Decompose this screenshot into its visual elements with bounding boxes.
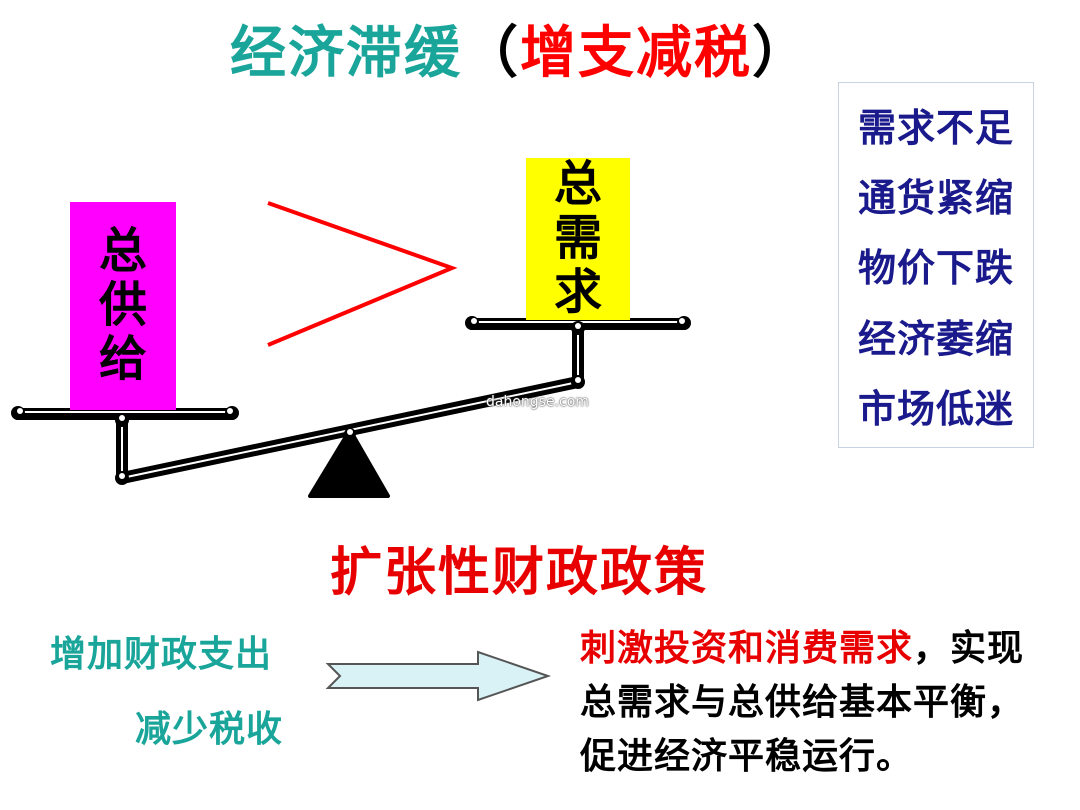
symptom-item: 物价下跌 bbox=[857, 246, 1014, 291]
symptom-item: 需求不足 bbox=[857, 105, 1014, 150]
aggregate-demand-label: 总需求 bbox=[553, 156, 602, 320]
measure-reduce-taxes: 减少税收 bbox=[135, 709, 284, 750]
policy-title: 扩张性财政政策 bbox=[330, 543, 709, 603]
symptom-item: 经济萎缩 bbox=[857, 316, 1014, 361]
aggregate-supply-box: 总供给 bbox=[70, 202, 176, 410]
symptoms-box: 需求不足 通货紧缩 物价下跌 经济萎缩 市场低迷 bbox=[838, 82, 1034, 448]
watermark: dahongse.com bbox=[486, 394, 589, 410]
symptom-item: 市场低迷 bbox=[857, 387, 1014, 432]
fulcrum bbox=[308, 428, 390, 498]
aggregate-demand-box: 总需求 bbox=[526, 158, 630, 320]
measure-increase-spending: 增加财政支出 bbox=[50, 634, 273, 675]
policy-result: 刺激投资和消费需求，实现总需求与总供给基本平衡，促进经济平稳运行。 bbox=[580, 622, 1050, 784]
page-title: 经济滞缓（增支减税） bbox=[230, 8, 810, 89]
result-rest: ，实现总需求与总供给基本平衡，促进经济平稳运行。 bbox=[580, 628, 1025, 777]
aggregate-supply-label: 总供给 bbox=[98, 223, 147, 387]
arrow-icon bbox=[325, 650, 552, 702]
symptom-item: 通货紧缩 bbox=[857, 176, 1014, 221]
result-highlight: 刺激投资和消费需求 bbox=[580, 628, 914, 669]
title-paren-open: （ bbox=[462, 21, 520, 86]
title-highlight: 增支减税 bbox=[520, 21, 752, 86]
title-main: 经济滞缓 bbox=[230, 21, 462, 86]
greater-than-symbol bbox=[267, 201, 458, 347]
title-paren-close: ） bbox=[752, 21, 810, 86]
